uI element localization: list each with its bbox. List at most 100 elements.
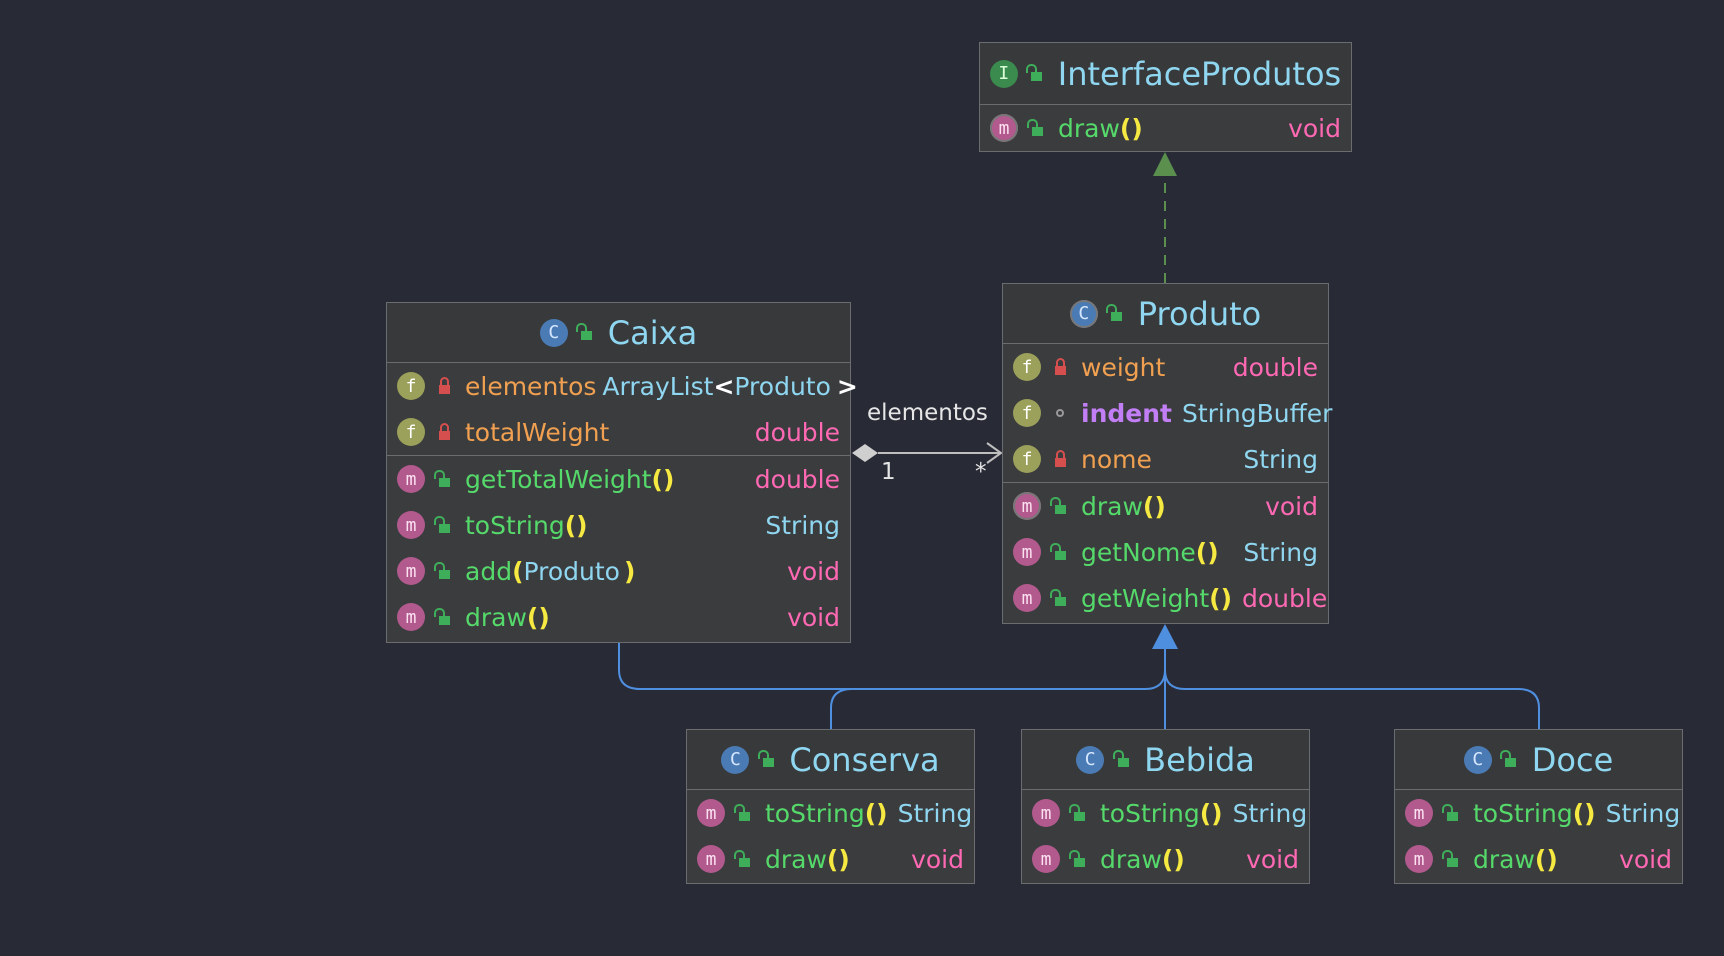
public-lock-open-icon — [1500, 750, 1520, 767]
field-row[interactable]: f weight double — [1003, 344, 1328, 390]
return-type: String — [1243, 537, 1318, 567]
method-m-icon: m — [1013, 584, 1041, 612]
method-row[interactable]: m getNome() String — [1003, 529, 1328, 575]
public-lock-open-icon — [433, 469, 453, 487]
class-c-icon: C — [1069, 299, 1098, 328]
class-c-icon: C — [1076, 745, 1105, 774]
method-row[interactable]: m draw() void — [687, 836, 974, 882]
class-name: InterfaceProdutos — [1057, 54, 1342, 93]
private-lock-icon — [435, 376, 453, 394]
class-box-interfaceprodutos[interactable]: I InterfaceProdutos m draw() void — [979, 42, 1352, 152]
method-m-icon: m — [1032, 845, 1060, 873]
field-row[interactable]: f nome String — [1003, 436, 1328, 482]
class-name: Conserva — [789, 740, 940, 779]
parens: () — [864, 798, 888, 828]
return-type: void — [787, 602, 840, 632]
public-lock-open-icon — [757, 750, 777, 767]
method-name: draw — [765, 844, 827, 874]
field-type: ArrayList — [602, 371, 714, 401]
return-type: String — [1232, 798, 1308, 828]
return-type: String — [765, 510, 840, 540]
method-row[interactable]: m getWeight() double — [1003, 575, 1328, 621]
public-lock-open-icon — [733, 849, 753, 867]
method-row[interactable]: m draw() void — [387, 594, 850, 640]
field-row[interactable]: f elementos ArrayList<Produto> — [387, 363, 858, 409]
return-type: String — [897, 798, 973, 828]
method-name: add — [465, 556, 513, 586]
method-m-icon: m — [1405, 845, 1433, 873]
field-row[interactable]: f indent StringBuffer — [1003, 390, 1332, 436]
return-type: double — [1242, 583, 1328, 613]
method-row[interactable]: m toString() String — [1395, 790, 1682, 836]
private-lock-icon — [1051, 357, 1069, 375]
return-type: void — [1265, 491, 1318, 521]
field-name: indent — [1081, 398, 1172, 428]
class-c-icon: C — [721, 745, 750, 774]
method-row[interactable]: m draw() void — [1022, 836, 1309, 882]
parens: () — [1161, 844, 1185, 874]
public-lock-open-icon — [1049, 496, 1069, 514]
class-c-icon: C — [539, 318, 568, 347]
return-type: void — [911, 844, 964, 874]
method-row[interactable]: m draw() void — [1003, 483, 1328, 529]
public-lock-open-icon — [576, 323, 596, 340]
public-lock-open-icon — [733, 803, 753, 821]
class-box-bebida[interactable]: C Bebida m toString() String m draw() vo… — [1021, 729, 1310, 884]
public-lock-open-icon — [1441, 803, 1461, 821]
method-m-icon: m — [397, 511, 425, 539]
class-header: I InterfaceProdutos — [980, 43, 1351, 105]
class-box-produto[interactable]: C Produto f weight double f indent Strin… — [1002, 283, 1332, 624]
parens: () — [826, 844, 850, 874]
class-header: C Conserva — [687, 730, 974, 790]
class-header: C Bebida — [1022, 730, 1309, 790]
fields-section: f elementos ArrayList<Produto> f totalWe… — [387, 363, 858, 456]
return-type: void — [1288, 113, 1341, 143]
method-m-icon: m — [1013, 538, 1041, 566]
param-type: Produto — [523, 556, 620, 586]
private-lock-icon — [435, 422, 453, 440]
field-name: weight — [1081, 352, 1166, 382]
method-m-icon: m — [397, 603, 425, 631]
composition-diamond — [852, 444, 878, 462]
method-row[interactable]: m toString() String — [687, 790, 974, 836]
field-type: double — [1232, 352, 1318, 382]
inheritance-line-doce — [1164, 669, 1540, 729]
field-name: nome — [1081, 444, 1152, 474]
parens: () — [1119, 113, 1143, 143]
method-row[interactable]: m draw() void — [1395, 836, 1682, 882]
methods-section: m getTotalWeight() double m toString() S… — [387, 456, 850, 640]
method-row[interactable]: m toString() String — [387, 502, 850, 548]
class-box-doce[interactable]: C Doce m toString() String m draw() void — [1394, 729, 1683, 884]
public-lock-open-icon — [1112, 750, 1132, 767]
return-type: String — [1605, 798, 1681, 828]
generic-bracket: < — [713, 371, 735, 401]
parens: () — [526, 602, 550, 632]
paren-close: ) — [623, 556, 636, 586]
inheritance-arrowhead — [1152, 624, 1178, 649]
paren-open: ( — [512, 556, 524, 586]
method-name: getNome — [1081, 537, 1196, 567]
public-lock-open-icon — [1026, 64, 1046, 81]
public-lock-open-icon — [1441, 849, 1461, 867]
class-box-conserva[interactable]: C Conserva m toString() String m draw() … — [686, 729, 975, 884]
field-type: StringBuffer — [1181, 398, 1333, 428]
class-header: C Caixa — [387, 303, 850, 363]
method-m-icon: m — [1405, 799, 1433, 827]
class-box-caixa[interactable]: C Caixa f elementos ArrayList<Produto> f… — [386, 302, 858, 643]
field-row[interactable]: f totalWeight double — [387, 409, 850, 455]
method-row[interactable]: m toString() String — [1022, 790, 1309, 836]
method-name: draw — [1100, 844, 1162, 874]
field-type: double — [754, 417, 840, 447]
method-row[interactable]: m getTotalWeight() double — [387, 456, 850, 502]
public-lock-open-icon — [433, 607, 453, 625]
target-multiplicity: * — [975, 459, 987, 485]
method-row[interactable]: m draw() void — [980, 105, 1351, 151]
method-row[interactable]: m add(Produto) void — [387, 548, 850, 594]
method-m-icon: m — [697, 845, 725, 873]
method-m-icon: m — [397, 465, 425, 493]
parens: () — [1199, 798, 1223, 828]
class-header: C Produto — [1003, 284, 1328, 344]
source-multiplicity: 1 — [881, 459, 896, 485]
method-name: draw — [1058, 113, 1120, 143]
parens: () — [1534, 844, 1558, 874]
